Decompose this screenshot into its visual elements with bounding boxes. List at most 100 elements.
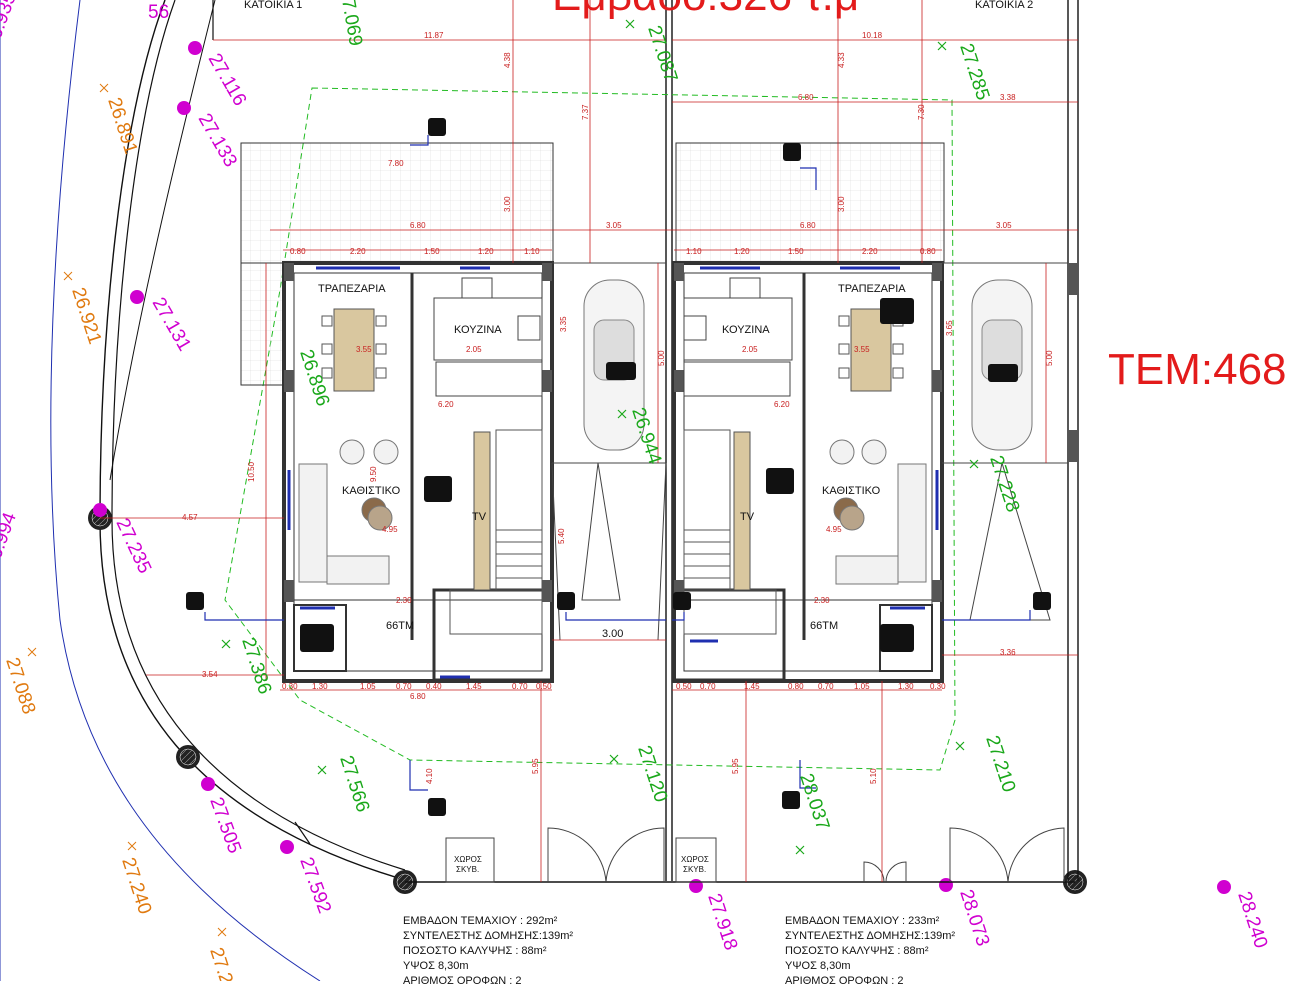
elev-orange-3: 27.088: [1, 655, 39, 717]
dim-050a: 0.50: [536, 682, 552, 691]
room-kitchen-2: ΚΟΥΖΙΝΑ: [722, 324, 770, 336]
elev-green-10: 27.210: [981, 733, 1019, 795]
dim-230a: 2.30: [396, 596, 412, 605]
stats-1-coef: ΣΥΝΤΕΛΕΣΤΗΣ ΔΟΜΗΣΗΣ:139m²: [403, 930, 574, 942]
stats-2-height: ΥΨΟΣ 8,30m: [785, 960, 851, 972]
elev-magenta-1: 27.116: [204, 50, 251, 110]
dim-1050: 10.50: [247, 461, 256, 482]
dim-080a: 0.80: [290, 247, 306, 256]
parking-bay-2: [942, 262, 1068, 621]
stats-2-coverage: ΠΟΣΟΣΤΟ ΚΑΛΥΨΗΣ : 88m²: [785, 945, 929, 957]
room-tv-2: TV: [740, 511, 755, 523]
dim-080b: 0.80: [920, 247, 936, 256]
room-kitchen-1: ΚΟΥΖΙΝΑ: [454, 324, 502, 336]
elev-green-3: 27.285: [955, 41, 993, 103]
dim-495a: 4.95: [382, 525, 398, 534]
waste-room-2-b: ΣΚΥΒ.: [683, 865, 706, 874]
elev-magenta-12: 6.994: [0, 509, 21, 561]
dim-500a: 5.00: [657, 350, 666, 366]
stairs-1: [449, 429, 543, 635]
dim-365: 3.65: [945, 320, 954, 336]
room-living-1: ΚΑΘΙΣΤΙΚΟ: [342, 485, 401, 497]
elev-magenta-4: 27.235: [111, 515, 155, 577]
dim-top-1: 11.87: [424, 31, 444, 40]
wall-columns: [284, 263, 1078, 602]
dim-680: 6.80: [798, 93, 814, 102]
elev-orange-2: 26.921: [67, 285, 105, 347]
pergola-2: [675, 142, 945, 264]
dim-top-2: 10.18: [862, 31, 883, 40]
dim-110a: 1.10: [524, 247, 540, 256]
stats-1-area-line: ΕΜΒΑΔΟΝ ΤΕΜΑΧΙΟΥ : 292m²: [403, 914, 573, 929]
dim-150b: 1.50: [788, 247, 804, 256]
house-1-label: ΚΑΤΟΙΚΙΑ 1: [244, 0, 302, 11]
dim-355b: 3.55: [854, 345, 870, 354]
dim-300-between: 3.00: [602, 628, 623, 640]
dim-336: 3.36: [1000, 648, 1016, 657]
dim-305b: 3.05: [996, 221, 1012, 230]
dim-438: 4.38: [503, 52, 512, 68]
waste-room-2-a: ΧΩΡΟΣ: [681, 855, 709, 864]
dim-305a: 3.05: [606, 221, 622, 230]
room-wc-1: 66ΤΜ: [386, 620, 414, 632]
elev-green-11: 28.037: [795, 771, 833, 833]
dim-145b: 1.45: [744, 682, 760, 691]
dim-070b: 0.70: [512, 682, 528, 691]
tem-label: ΤΕΜ:468: [1108, 345, 1287, 394]
kitchen-2-counter: [683, 277, 793, 397]
elev-magenta-11: 6.935: [0, 0, 21, 42]
elev-magenta-7: 27.918: [703, 891, 741, 953]
plot-stats-1: ΕΜΒΑΔΟΝ ΤΕΜΑΧΙΟΥ : 292m² ΣΥΝΤΕΛΕΣΤΗΣ ΔΟΜ…: [403, 914, 573, 989]
dim-495b: 4.95: [826, 525, 842, 534]
stats-2-area-value: 233m²: [908, 915, 940, 927]
dim-338: 3.38: [1000, 93, 1016, 102]
pergola-1: [240, 142, 554, 264]
dim-410: 4.10: [425, 768, 434, 784]
dim-680c: 6.80: [800, 221, 816, 230]
house-2-label: ΚΑΤΟΙΚΙΑ 2: [975, 0, 1033, 11]
dim-457: 4.57: [182, 513, 198, 522]
front-gates: [445, 827, 1065, 883]
dim-230b: 2.30: [814, 596, 830, 605]
dim-433: 4.33: [837, 52, 846, 68]
elev-orange-4: 27.240: [117, 855, 155, 917]
dim-040a: 0.40: [426, 682, 442, 691]
dim-070c: 0.70: [700, 682, 716, 691]
elev-green-1: 7.069: [337, 0, 366, 48]
stats-2-floors: ΑΡΙΘΜΟΣ ΟΡΟΦΩΝ : 2: [785, 975, 904, 987]
dim-105b: 1.05: [854, 682, 870, 691]
dim-130b: 1.30: [898, 682, 914, 691]
dim-950: 9.50: [369, 466, 378, 482]
dim-070a: 0.70: [396, 682, 412, 691]
dim-300a: 3.00: [503, 196, 512, 212]
elev-orange-5: 27.2: [205, 945, 236, 981]
dim-620a: 6.20: [438, 400, 454, 409]
room-tv-1: TV: [472, 511, 487, 523]
elev-magenta-10: 56: [148, 2, 169, 23]
dimension-lines: [100, 0, 1078, 882]
pergola-1-side: [240, 262, 284, 386]
stairs-2: [683, 429, 777, 635]
stats-1-area-label: ΕΜΒΑΔΟΝ ΤΕΜΑΧΙΟΥ :: [403, 915, 524, 927]
dim-595a: 5.95: [531, 758, 540, 774]
elev-green-8: 27.566: [335, 753, 373, 815]
dim-510: 5.10: [869, 768, 878, 784]
dim-220a: 2.20: [350, 247, 366, 256]
sofa-2: [829, 439, 927, 585]
dim-145a: 1.45: [466, 682, 482, 691]
dim-070d: 0.70: [818, 682, 834, 691]
kitchen-1-counter: [433, 277, 543, 397]
dim-120a: 1.20: [478, 247, 494, 256]
dim-595b: 5.95: [731, 758, 740, 774]
elev-magenta-9: 28.240: [1233, 889, 1271, 951]
dim-500b: 5.00: [1045, 350, 1054, 366]
room-wc-2: 66ΤΜ: [810, 620, 838, 632]
dim-540: 5.40: [557, 528, 566, 544]
stats-2-coef: ΣΥΝΤΕΛΕΣΤΗΣ ΔΟΜΗΣΗΣ:139m²: [785, 930, 956, 942]
elev-green-2: 27.087: [643, 23, 681, 85]
elevation-cross-marks: [221, 19, 979, 855]
dim-105a: 1.05: [360, 682, 376, 691]
windows: [287, 266, 939, 679]
waste-room-1-a: ΧΩΡΟΣ: [454, 855, 482, 864]
dim-335: 3.35: [559, 316, 568, 332]
